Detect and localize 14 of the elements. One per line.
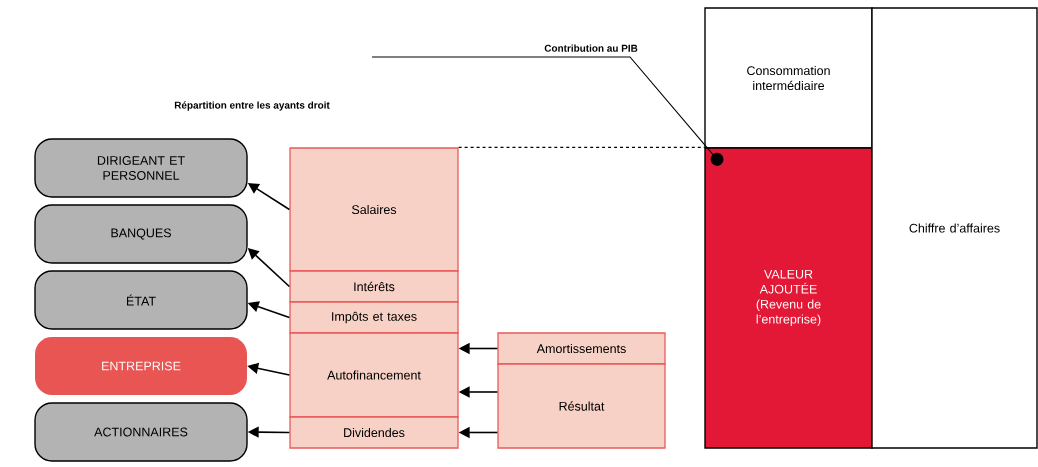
share-box: Dividendes [289,416,459,449]
value-box: Consommation intermédiaire [704,7,873,149]
leader-line [371,56,724,166]
value-box: VALEUR AJOUTÉE (Revenu de l’entreprise) [704,147,873,449]
recipient-box: ACTIONNAIRES [34,402,248,462]
leader-text: Contribution au PIB [544,44,638,52]
recipient-box: ENTREPRISE [35,337,247,395]
source-box: Amortissements [497,332,666,365]
recipient-box: DIRIGEANT ET PERSONNEL [34,138,248,198]
share-box: Intérêts [289,270,459,303]
recipient-box: ÉTAT [34,270,248,330]
section-heading: Répartition entre les ayants droit [174,101,330,111]
recipient-box: BANQUES [34,204,248,264]
share-box: Impôts et taxes [289,301,459,334]
